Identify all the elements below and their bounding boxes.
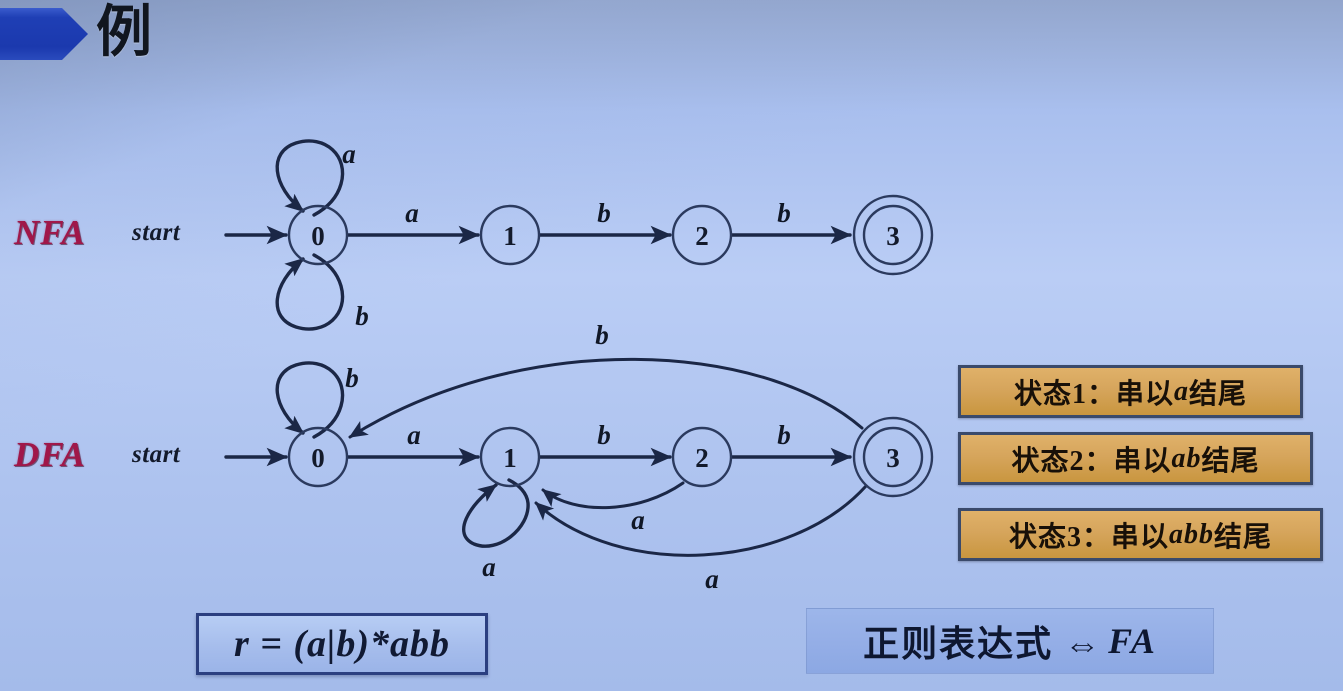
page-title: 例 bbox=[96, 2, 153, 64]
legend-item-state1-before: 串以 bbox=[1115, 378, 1174, 410]
dfa-state-0 bbox=[287, 426, 349, 488]
dfa-edge-3-1 bbox=[534, 484, 868, 557]
conclusion-box: 正则表达式 ⇔ FA bbox=[806, 608, 1214, 674]
nfa-symbol-loop-a: a bbox=[342, 139, 356, 169]
legend-item-state1-after: 结尾 bbox=[1189, 378, 1248, 410]
nfa-row-label: NFA bbox=[14, 213, 86, 252]
dfa-edge-3-0 bbox=[348, 357, 864, 439]
nfa-state-2-label: 2 bbox=[695, 221, 709, 251]
legend-item-state3-after: 结尾 bbox=[1214, 521, 1273, 553]
nfa-state-0 bbox=[287, 204, 349, 266]
dfa-state-2 bbox=[671, 426, 733, 488]
nfa-state-0-label: 0 bbox=[311, 221, 325, 251]
dfa-state-3-inner bbox=[862, 426, 924, 488]
dfa-state-0-label: 0 bbox=[311, 443, 325, 473]
nfa-symbol-loop-b: b bbox=[355, 301, 369, 331]
nfa-state-3-outer bbox=[852, 194, 934, 276]
legend-item-state1-prefix: 状态1： bbox=[1013, 378, 1116, 410]
conclusion-zh: 正则表达式 ⇔ bbox=[863, 624, 1103, 664]
nfa-state-2 bbox=[671, 204, 733, 266]
legend-item-state3-before: 串以 bbox=[1110, 521, 1169, 553]
dfa-start-label: start bbox=[132, 441, 181, 468]
nfa-symbol-0-1: a bbox=[405, 198, 419, 228]
legend-item-state2-symbol: ab bbox=[1171, 442, 1202, 474]
dfa-symbol-3-1: a bbox=[705, 564, 719, 594]
dfa-self-loop-b bbox=[275, 361, 345, 439]
legend-item-state3-symbol: abb bbox=[1169, 518, 1214, 550]
dfa-state-3-label: 3 bbox=[886, 443, 900, 473]
nfa-symbol-1-2: b bbox=[597, 198, 611, 228]
dfa-row-label: DFA bbox=[14, 435, 86, 474]
dfa-symbol-loop-b: b bbox=[345, 363, 359, 393]
conclusion-fa: FA bbox=[1108, 621, 1157, 661]
dfa-edge-2-1 bbox=[541, 481, 685, 510]
legend-item-state3-prefix: 状态3： bbox=[1008, 521, 1111, 553]
regex-box: r = (a|b)*abb bbox=[196, 613, 488, 675]
dfa-state-2-label: 2 bbox=[695, 443, 709, 473]
dfa-symbol-3-0: b bbox=[595, 320, 609, 350]
nfa-start-label: start bbox=[132, 219, 181, 246]
legend-item-state2-after: 结尾 bbox=[1201, 445, 1260, 477]
dfa-symbol-2-3: b bbox=[777, 420, 791, 450]
dfa-symbol-2-1: a bbox=[631, 505, 645, 535]
dfa-state-3-outer bbox=[852, 416, 934, 498]
dfa-symbol-1-2: b bbox=[597, 420, 611, 450]
dfa-self-loop-a bbox=[462, 478, 530, 548]
dfa-state-1 bbox=[479, 426, 541, 488]
nfa-state-1 bbox=[479, 204, 541, 266]
regex-text: r = (a|b)*abb bbox=[233, 623, 451, 665]
legend-item-state2-prefix: 状态2： bbox=[1011, 445, 1114, 477]
dfa-symbol-1-loop-a: a bbox=[482, 552, 496, 582]
legend-item-state1-symbol: a bbox=[1174, 375, 1189, 407]
nfa-symbol-2-3: b bbox=[777, 198, 791, 228]
dfa-symbol-0-1: a bbox=[407, 420, 421, 450]
legend-item-state2-before: 串以 bbox=[1113, 445, 1172, 477]
dfa-state-1-label: 1 bbox=[503, 443, 517, 473]
nfa-state-3-label: 3 bbox=[886, 221, 900, 251]
nfa-self-loop-b bbox=[275, 253, 345, 331]
nfa-state-1-label: 1 bbox=[503, 221, 517, 251]
nfa-state-3-inner bbox=[862, 204, 924, 266]
nfa-self-loop-a bbox=[275, 139, 345, 217]
